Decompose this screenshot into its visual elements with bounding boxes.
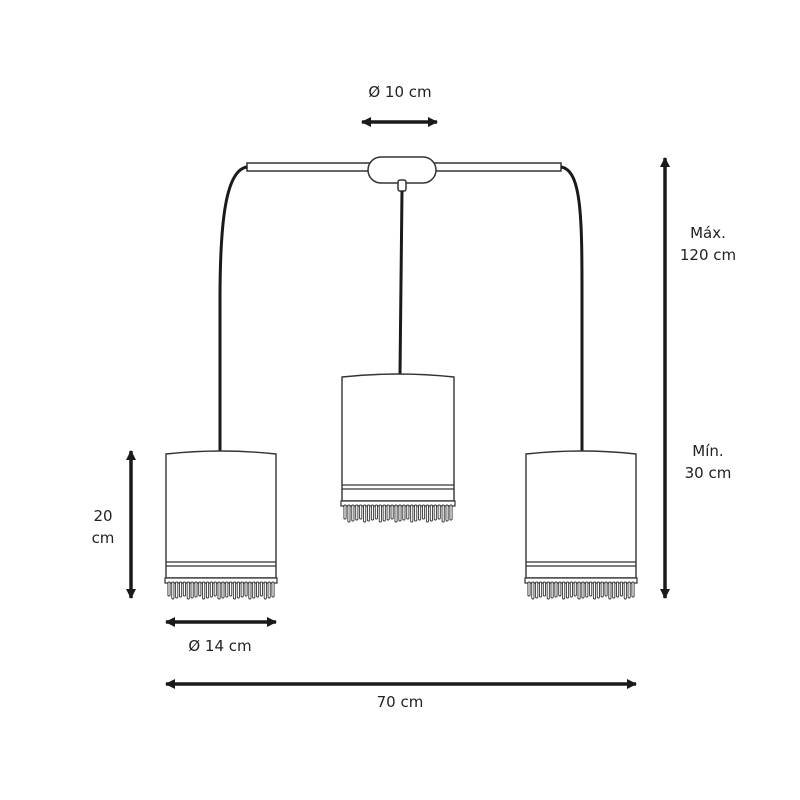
- lamp-shade-right: [524, 450, 638, 600]
- shade-height-label: 20 cm: [78, 505, 128, 549]
- left-cable: [218, 165, 248, 452]
- height-max-line2: 120 cm: [679, 246, 737, 264]
- height-max-label: Máx. 120 cm: [668, 222, 748, 266]
- lamp-shade-center: [340, 373, 456, 523]
- center-cable: [398, 190, 404, 375]
- height-min-line1: Mín.: [692, 442, 724, 460]
- shade-height-line1: 20: [93, 507, 113, 525]
- right-cable: [560, 165, 584, 452]
- ceiling-canopy: [367, 156, 437, 192]
- canopy-diameter-label: Ø 10 cm: [368, 83, 432, 101]
- height-min-line2: 30 cm: [684, 464, 732, 482]
- total-width-label: 70 cm: [376, 693, 424, 711]
- height-max-line1: Máx.: [690, 224, 726, 242]
- lamp-shade-left: [164, 450, 278, 600]
- shade-height-line2: cm: [91, 529, 115, 547]
- shade-diameter-label: Ø 14 cm: [188, 637, 252, 655]
- height-min-label: Mín. 30 cm: [668, 440, 748, 484]
